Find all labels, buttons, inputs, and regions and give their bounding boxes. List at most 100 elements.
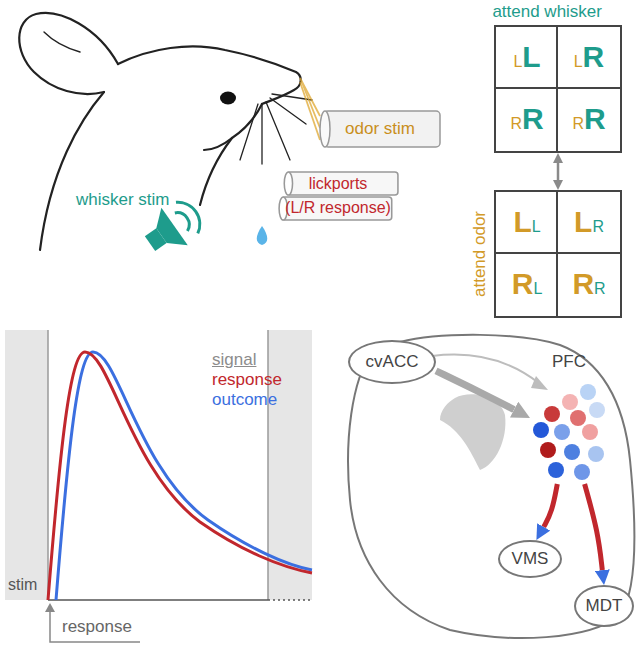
lickports: lickports(L/R response): [276, 170, 400, 222]
neuron: [582, 424, 598, 440]
legend-swatch: outcome: [212, 390, 277, 409]
water-drop: [257, 226, 268, 245]
mouse-ear-fold: [44, 32, 80, 52]
cell-letter: L: [522, 40, 540, 73]
neuron: [540, 442, 556, 458]
legend-text: response: [212, 370, 282, 389]
mouse-mouth: [204, 104, 262, 150]
whisker: [240, 104, 258, 160]
brain-region: PFC: [530, 352, 608, 484]
brain-region: cvACC: [348, 340, 436, 384]
connector: [585, 484, 603, 570]
time-axis-dotted: [268, 599, 312, 601]
connector: [557, 163, 560, 180]
node-label: lickports: [309, 172, 368, 196]
sound-wave: [175, 209, 194, 231]
neuron: [554, 424, 570, 440]
mouse-eye: [220, 92, 236, 105]
sound-wave: [176, 196, 207, 233]
cell-letter: R: [572, 267, 594, 300]
grid-cell: LL: [494, 190, 560, 256]
cell-letter: R: [594, 280, 606, 297]
legend-entry: response: [212, 370, 282, 390]
cell-letter: R: [512, 267, 534, 300]
neuron: [588, 446, 604, 462]
condition-grid: LLLRRLRRattend odor: [494, 190, 622, 318]
grid-cell: LR: [556, 25, 622, 91]
cell-letter: L: [513, 205, 531, 238]
odor-ray: [300, 82, 320, 140]
neuron: [548, 462, 564, 478]
grid-cell: RL: [494, 252, 560, 318]
node-label: VMS: [512, 549, 549, 569]
node-label: odor stim: [345, 119, 415, 139]
grid-cell: RR: [556, 252, 622, 318]
response-arrowhead: [45, 603, 55, 612]
condition-grid: LLLRRRRRattend whisker: [494, 25, 622, 153]
legend-entry: outcome: [212, 390, 282, 410]
neuron: [580, 384, 596, 400]
response-plot: [5, 330, 312, 642]
mouse-throat: [200, 138, 232, 205]
odor-port: odor stim: [318, 108, 442, 150]
cell-letter: R: [522, 102, 544, 135]
cell-letter: L: [533, 280, 542, 297]
cell-letter: L: [574, 205, 592, 238]
neuron: [589, 402, 605, 418]
cell-letter: L: [532, 218, 541, 235]
cell-letter: R: [510, 115, 522, 132]
neuron: [544, 406, 560, 422]
axis-label: stim: [8, 576, 37, 594]
mouse-head: [118, 46, 301, 104]
legend-entry: signal: [212, 350, 282, 370]
node-label: PFC: [552, 352, 586, 372]
neuron: [562, 394, 578, 410]
odor-glow: [300, 78, 320, 140]
cell-letter: L: [513, 53, 522, 70]
cell-letter: R: [584, 102, 606, 135]
pfc-neurons: [533, 384, 605, 480]
ventricle: [440, 394, 505, 470]
neuron: [570, 410, 586, 426]
odor-ray: [301, 80, 320, 128]
whisker: [261, 104, 262, 164]
mouse-neck: [40, 92, 104, 250]
thin-projection-head: [531, 376, 548, 390]
brain-region: MDT: [574, 585, 634, 627]
response-marker: [50, 610, 140, 642]
neuron: [564, 444, 580, 460]
pre-stim-band: [5, 330, 48, 600]
grid-cell: RR: [494, 87, 560, 153]
legend: signalresponseoutcome: [212, 350, 282, 410]
whiskers: [240, 94, 312, 164]
cell-letter: L: [574, 53, 583, 70]
legend-text: outcome: [212, 390, 277, 409]
time-axis: [48, 599, 268, 601]
stimulus-label: whisker stim: [76, 190, 170, 210]
grid-title: attend odor: [470, 211, 490, 297]
grid-cell: LL: [494, 25, 560, 91]
grid-cell: RR: [556, 87, 622, 153]
grid-cell: LR: [556, 190, 622, 256]
connector: [436, 371, 514, 410]
cell-letter: R: [583, 40, 605, 73]
legend-swatch: response: [212, 370, 282, 389]
legend-text: signal: [212, 350, 256, 369]
response-curve: [48, 352, 312, 600]
mouse-ear: [19, 13, 118, 94]
connector: [544, 484, 558, 527]
neuron: [574, 464, 590, 480]
node-label: (L/R response): [285, 196, 391, 220]
brain-region: VMS: [498, 540, 562, 578]
brain-outline: [348, 335, 634, 638]
node-label: MDT: [586, 596, 623, 616]
whisker: [270, 98, 306, 124]
grid-title: attend whisker: [492, 2, 602, 22]
axis-label: response: [62, 617, 132, 637]
cell-letter: R: [592, 218, 604, 235]
legend-swatch: signal: [212, 350, 256, 369]
cell-letter: R: [572, 115, 584, 132]
neuron: [533, 422, 549, 438]
node-label: cvACC: [366, 352, 419, 372]
